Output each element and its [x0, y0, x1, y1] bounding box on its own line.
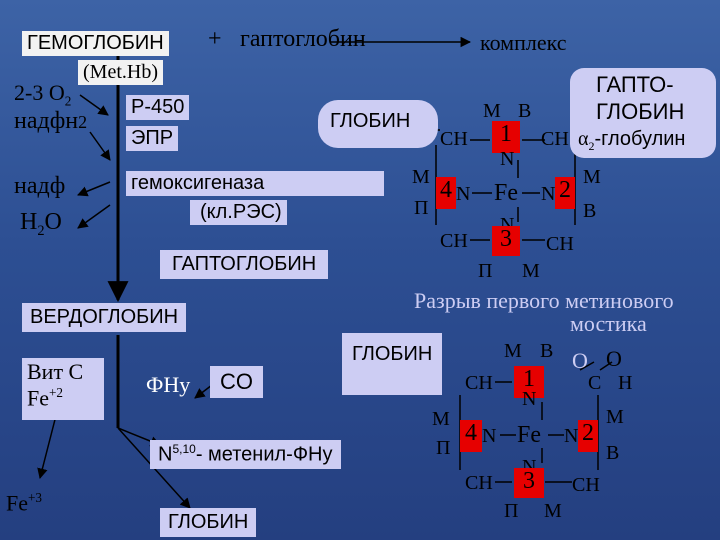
- heme2-H: Н: [618, 372, 633, 394]
- vit-c-box: Вит С Fe+2: [22, 358, 104, 420]
- co-box: CO: [210, 366, 263, 398]
- heme2-skeleton: [459, 361, 613, 483]
- heme1-globin-oval: ГЛОБИН: [318, 100, 438, 148]
- heme1-ring2: 2: [555, 177, 575, 209]
- nadf-label: надф: [14, 173, 66, 199]
- heme2-C: С: [588, 372, 602, 394]
- h2o-arrow: [77, 204, 111, 229]
- heme1-CH-bl: СН: [440, 230, 468, 252]
- heme1-N2: N: [541, 183, 556, 205]
- heme1-CH-br: СН: [546, 233, 574, 255]
- break-caption-line1: Разрыв первого метинового: [414, 288, 674, 313]
- heme1-Fe: Fe: [494, 180, 518, 206]
- heme2-ring4: 4: [460, 420, 482, 452]
- heme2-CH-bl: СН: [465, 472, 493, 494]
- complex-label: комплекс: [480, 30, 567, 55]
- alpha2-globulin-label: α2-глобулин: [578, 128, 686, 153]
- p450-label: Р-450: [126, 95, 190, 120]
- heme2-ring1: 1: [514, 366, 544, 398]
- plus-sign: +: [208, 26, 222, 52]
- heme1-globin-label: ГЛОБИН: [330, 110, 411, 132]
- heme1-P2: П: [478, 260, 493, 282]
- heme1-ring4: 4: [436, 177, 456, 209]
- hapto-complex-line2: ГЛОБИН: [596, 99, 685, 124]
- heme2-M3: М: [606, 406, 624, 428]
- heme1-M4: М: [522, 260, 540, 282]
- res-cells-label: (кл.РЭС): [190, 200, 287, 225]
- heme2-M2: М: [432, 408, 450, 430]
- heme-oxygenase-label: гемоксигеназа: [126, 171, 385, 196]
- heme2-M1: М: [504, 340, 522, 362]
- heme2-P1: П: [436, 437, 451, 459]
- hemoglobin-label: ГЕМОГЛОБИН: [22, 31, 169, 56]
- hapto-complex-line1: ГАПТО-: [596, 72, 674, 97]
- haptoglobin-lowercase: гаптоглобин: [240, 26, 366, 52]
- o2-arrow: [79, 94, 109, 116]
- heme2-Fe: Fe: [517, 422, 541, 448]
- heme2-N4: N: [482, 425, 497, 447]
- fhu-co-arrow: [194, 384, 213, 399]
- vit-c-label: Вит С: [27, 359, 84, 384]
- heme2-P2: П: [504, 500, 519, 522]
- nadf-arrow: [77, 181, 111, 197]
- fe2-charge: +2: [49, 385, 64, 400]
- heme1-M3: М: [583, 166, 601, 188]
- heme1-N4: N: [456, 183, 471, 205]
- nadph-arrow: [89, 131, 111, 161]
- heme1-P1: П: [414, 197, 429, 219]
- methb-label: (Met.Hb): [78, 60, 163, 85]
- heme2-N1: N: [522, 388, 537, 410]
- hapto-complex-box: ГАПТО- ГЛОБИН α2-глобулин: [570, 68, 716, 158]
- heme2-CH-br: СН: [572, 474, 600, 496]
- fe3-label: Fe+3: [6, 490, 43, 516]
- heme2-globin-box: ГЛОБИН: [342, 333, 443, 395]
- heme1-B1: В: [518, 100, 532, 122]
- fhu-label: ФНу: [146, 372, 191, 397]
- heme2-O1: O: [572, 348, 588, 373]
- heme2-ring3: 3: [514, 468, 544, 498]
- heme1-B2: В: [583, 200, 597, 222]
- heme1-CH-tl: СН: [440, 128, 468, 150]
- fe2-label: Fe: [27, 385, 49, 411]
- haptoglobin-uppercase-box: ГАПТОГЛОБИН: [160, 250, 329, 279]
- heme2-O2: O: [606, 346, 622, 371]
- heme1-M2: М: [412, 166, 430, 188]
- n510-methenyl-label: N5,10- метенил-ФНу: [150, 440, 341, 469]
- globin-bottom-box: ГЛОБИН: [160, 508, 257, 537]
- h2o-label: H2O: [20, 209, 62, 239]
- nadph-label: надфн2: [14, 108, 88, 134]
- heme2-B2: В: [606, 442, 620, 464]
- heme1-ring3: 3: [492, 226, 520, 256]
- epr-label: ЭПР: [126, 126, 179, 151]
- o2-label: 2-3 O2: [14, 80, 72, 109]
- break-caption-line2: мостика: [570, 311, 647, 336]
- heme2-N2: N: [564, 425, 579, 447]
- verdoglobin-box: ВЕРДОГЛОБИН: [22, 303, 187, 332]
- heme1-M1: М: [483, 100, 501, 122]
- heme2-ring2: 2: [578, 420, 598, 452]
- heme2-M4: М: [544, 500, 562, 522]
- heme2-CH-tl: СН: [465, 372, 493, 394]
- heme1-ring1: 1: [492, 121, 520, 153]
- heme2-B1: В: [540, 340, 554, 362]
- heme1-N1: N: [500, 148, 515, 170]
- heme1-CH-tr: СН: [541, 128, 569, 150]
